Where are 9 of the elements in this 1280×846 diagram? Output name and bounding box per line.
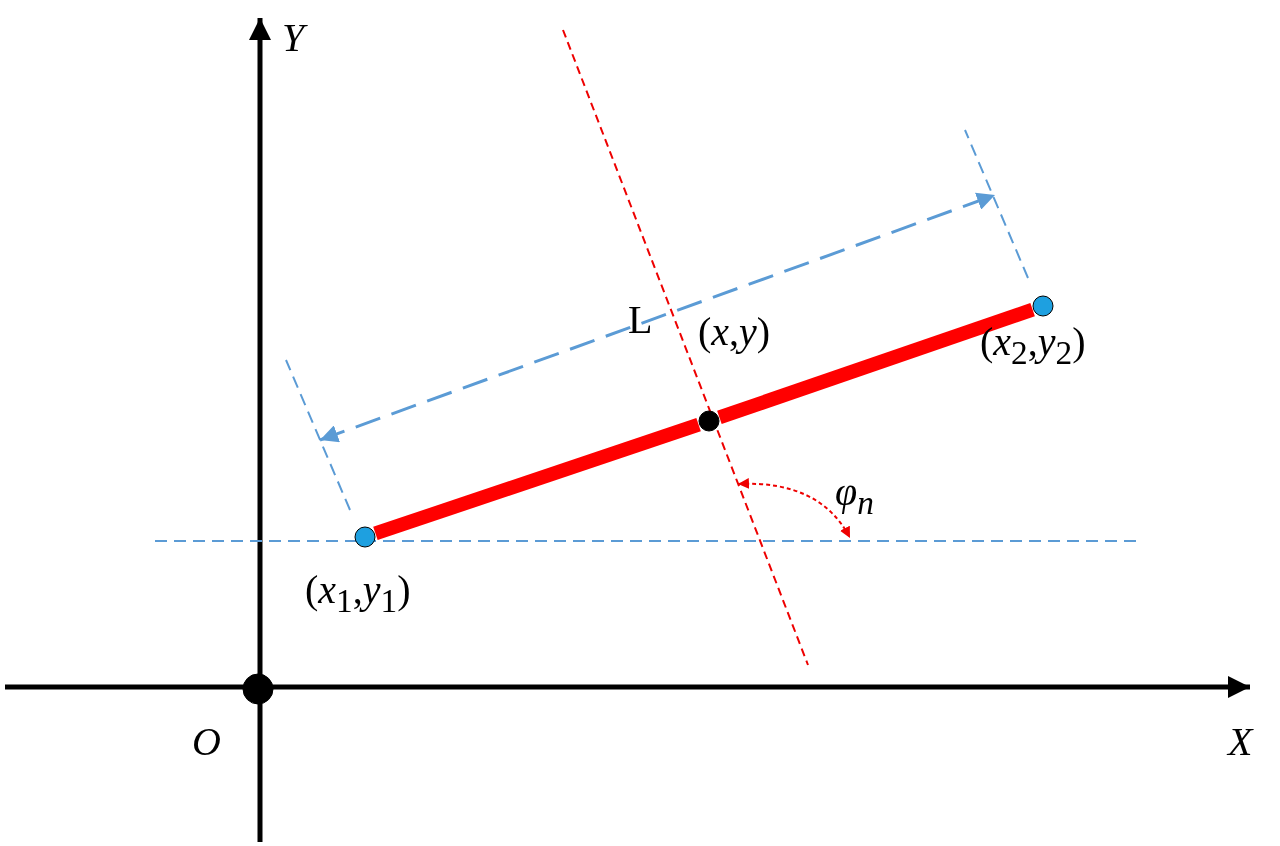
coordinate-label: (x$_{1}$,y$_{1}$)	[305, 570, 411, 618]
coordinate-label: O	[192, 722, 221, 762]
coordinate-label: (x,y)	[698, 312, 771, 352]
line-segment	[717, 302, 1035, 425]
angle-label: φ$_{n}$	[835, 472, 874, 520]
axis-label: X	[1228, 722, 1253, 762]
line-segment	[373, 417, 701, 541]
coordinate-label: (x$_{2}$,y$_{2}$)	[980, 322, 1086, 370]
dimension-label: L	[628, 300, 653, 340]
